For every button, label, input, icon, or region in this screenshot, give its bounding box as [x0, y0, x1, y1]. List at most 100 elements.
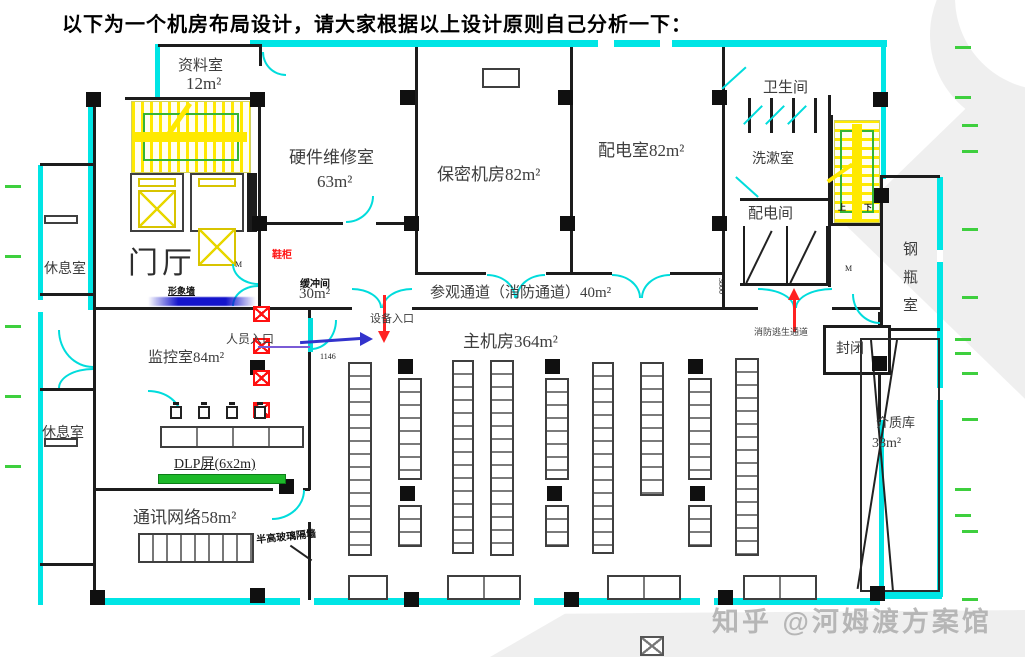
- pd-stall: [743, 226, 745, 283]
- door-arc: [58, 368, 93, 388]
- wall-mainroom-east: [879, 420, 884, 592]
- crossed-rack-cell: [640, 636, 664, 656]
- fire-escape-label: 消防逃生通道: [754, 327, 809, 337]
- fire-escape-arrowhead: [788, 288, 800, 300]
- stairs-left-landing: [135, 132, 247, 142]
- room-label-jiezhiku: 介质库: [876, 415, 916, 430]
- wall-v-722: [722, 47, 725, 310]
- column-pillar: [564, 592, 579, 607]
- wall-v-415: [415, 47, 418, 275]
- wall-gangping-top: [883, 175, 940, 178]
- column-pillar: [404, 216, 419, 231]
- grid-tick: [5, 465, 21, 468]
- room-label-fengbi: 封闭: [836, 342, 864, 357]
- shoe-cabinet-box: [253, 306, 270, 322]
- grid-tick: [962, 150, 978, 153]
- column-pillar: [398, 359, 413, 374]
- door-arc: [382, 288, 412, 308]
- equipment-box: [482, 68, 520, 88]
- room-label-huanchong: 缓冲间: [300, 279, 330, 290]
- stairs-down-label: 下: [864, 203, 872, 212]
- door-arc: [58, 330, 93, 368]
- comms-cabinet-row: [138, 533, 254, 563]
- room-area-jiezhiku: 38m²: [872, 436, 902, 451]
- grid-tick: [5, 325, 21, 328]
- server-rack-column: [592, 362, 614, 554]
- server-rack-column: [452, 360, 474, 554]
- wall-stairblock-top: [125, 97, 262, 100]
- wall-corridor-top-b: [546, 272, 612, 275]
- column-pillar: [404, 592, 419, 607]
- server-rack-column: [545, 378, 569, 480]
- grid-tick: [962, 418, 978, 421]
- decor-bottom-band: [490, 610, 1025, 657]
- floor-unit: [348, 575, 388, 600]
- room-label-menting: 门厅: [128, 247, 196, 280]
- wall-bottom-right: [878, 592, 942, 599]
- wall-yingjian-bottom-b: [376, 222, 418, 225]
- entry-door-jamb: [308, 318, 313, 352]
- elevator-car: [138, 190, 176, 228]
- server-rack-column: [688, 505, 712, 547]
- room-label-weishengjian: 卫生间: [763, 80, 809, 96]
- column-pillar: [690, 486, 705, 501]
- wall-mainroom-west-a: [308, 310, 311, 320]
- server-rack-column: [640, 362, 664, 496]
- monitor: [254, 406, 266, 419]
- door-arc: [311, 320, 337, 350]
- door-arc: [272, 490, 305, 520]
- grid-tick: [962, 124, 978, 127]
- door-arc: [262, 52, 286, 76]
- wall-v-570: [570, 47, 573, 275]
- floor-unit-pair: [447, 575, 521, 600]
- wall-xiuxi: [40, 293, 93, 296]
- wall-corridor-bottom-a: [93, 307, 352, 310]
- shoe-cabinet-box: [253, 370, 270, 386]
- wall-mainroom-west-c: [308, 522, 311, 600]
- server-rack-column: [398, 378, 422, 480]
- column-pillar: [547, 486, 562, 501]
- room-label-xiuxi-lower: 休息室: [42, 426, 84, 441]
- room-label-xishushi: 洗漱室: [752, 152, 794, 167]
- equip-entry-label: 设备入口: [370, 313, 414, 325]
- room-label-peidianshi: 配电室82m²: [598, 141, 685, 160]
- door-arc: [641, 274, 670, 298]
- window-break: [520, 598, 534, 605]
- room-label-jiankong: 监控室84m²: [148, 350, 225, 366]
- column-pillar: [250, 588, 265, 603]
- wall-gangping-left: [880, 175, 883, 331]
- column-pillar: [872, 356, 887, 371]
- image-wall-strip: [148, 297, 256, 306]
- room-area-huanchong: 30m²: [299, 286, 331, 302]
- column-pillar: [400, 90, 415, 105]
- wall-right-outer: [937, 177, 943, 597]
- wall-left-core: [93, 95, 96, 600]
- window-break: [937, 388, 943, 400]
- wall-peidianjian-bottom: [740, 283, 830, 286]
- room-label-gangping-1: 钢: [903, 242, 919, 258]
- window-break: [598, 40, 614, 47]
- jiezhiku-room: [860, 338, 940, 592]
- wall-ziliao-right: [259, 44, 262, 66]
- floor-unit-pair: [607, 575, 681, 600]
- pd-door-leaf: [789, 230, 817, 284]
- room-label-yingjian: 硬件维修室: [289, 148, 374, 167]
- person-entry-line: [258, 346, 310, 348]
- wall-jiankong-divider-a: [93, 488, 273, 491]
- column-pillar: [712, 90, 727, 105]
- wall-yingjian-bottom-a: [261, 222, 343, 225]
- grid-tick: [955, 46, 971, 49]
- xiuxi-shelf: [44, 438, 78, 447]
- column-pillar: [873, 92, 888, 107]
- wall-stairR-bottom: [830, 223, 883, 226]
- door-marker-m: M: [235, 260, 243, 269]
- column-pillar: [400, 486, 415, 501]
- watermark: 知乎 @河姆渡方案馆: [712, 607, 992, 637]
- monitor: [170, 406, 182, 419]
- grid-tick: [955, 338, 971, 341]
- grid-tick: [955, 488, 971, 491]
- xishu-door-diagonal: [735, 176, 759, 198]
- grid-tick: [962, 296, 978, 299]
- wall-corridor-bottom-b: [412, 307, 758, 310]
- column-pillar: [252, 216, 267, 231]
